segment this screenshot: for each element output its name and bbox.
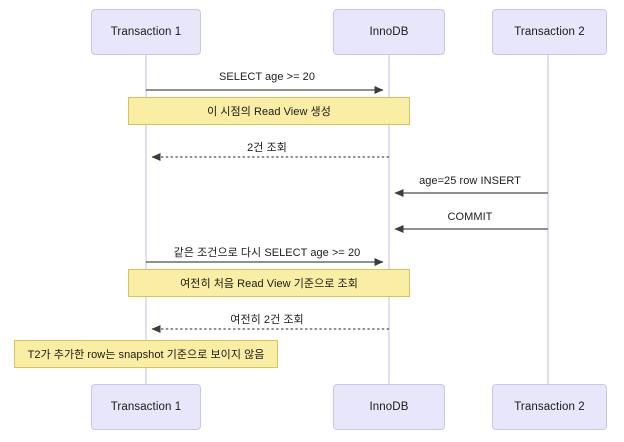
message-arrows xyxy=(146,86,548,333)
note-read-view-created: 이 시점의 Read View 생성 xyxy=(128,97,410,125)
participant-header-transaction-2[interactable]: Transaction 2 xyxy=(492,9,607,55)
participant-footer-transaction-2[interactable]: Transaction 2 xyxy=(492,384,607,430)
message-label-select-again: 같은 조건으로 다시 SELECT age >= 20 xyxy=(173,247,361,259)
participant-footer-innodb[interactable]: InnoDB xyxy=(333,384,445,430)
participant-header-transaction-1[interactable]: Transaction 1 xyxy=(91,9,201,55)
note-still-first-read-view: 여전히 처음 Read View 기준으로 조회 xyxy=(128,269,410,297)
message-label-commit: COMMIT xyxy=(447,211,493,223)
message-label-select-age-20: SELECT age >= 20 xyxy=(219,71,315,83)
message-label-age25-row-insert: age=25 row INSERT xyxy=(419,175,521,187)
note-t2-row-not-visible: T2가 추가한 row는 snapshot 기준으로 보이지 않음 xyxy=(14,340,278,368)
message-label-still-2-rows: 여전히 2건 조회 xyxy=(230,314,304,326)
message-label-2-rows-returned: 2건 조회 xyxy=(247,142,287,154)
participant-header-innodb[interactable]: InnoDB xyxy=(333,9,445,55)
participant-footer-transaction-1[interactable]: Transaction 1 xyxy=(91,384,201,430)
